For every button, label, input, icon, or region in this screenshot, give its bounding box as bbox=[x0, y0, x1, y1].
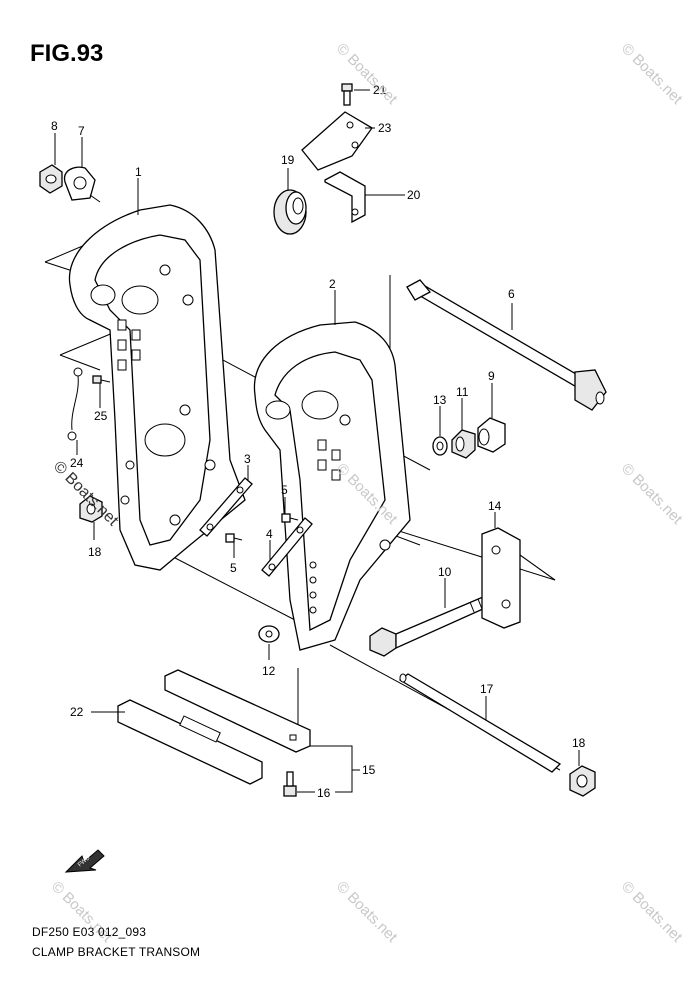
bolt-16 bbox=[283, 771, 297, 797]
callout-5-upper: 5 bbox=[281, 483, 288, 497]
plate-3 bbox=[199, 477, 253, 537]
tilt-shaft-6 bbox=[406, 279, 607, 411]
callout-7: 7 bbox=[78, 124, 85, 138]
plate-7 bbox=[63, 166, 101, 203]
bracket-23 bbox=[301, 111, 373, 171]
bolt-5-upper bbox=[281, 513, 299, 523]
callout-18-left: 18 bbox=[88, 545, 102, 559]
callout-25: 25 bbox=[94, 409, 108, 423]
bolt-10 bbox=[369, 593, 495, 657]
callout-20: 20 bbox=[407, 188, 421, 202]
callout-1: 1 bbox=[135, 165, 142, 179]
figure-code: DF250 E03 012_093 bbox=[32, 925, 147, 939]
callout-13: 13 bbox=[433, 393, 447, 407]
callout-6: 6 bbox=[508, 287, 515, 301]
figure-name: CLAMP BRACKET TRANSOM bbox=[32, 945, 201, 959]
callout-10: 10 bbox=[438, 565, 452, 579]
nut-8 bbox=[39, 164, 63, 194]
figure-title: FIG.93 bbox=[30, 40, 104, 67]
spacer-22 bbox=[117, 699, 263, 785]
callout-14: 14 bbox=[488, 499, 502, 513]
collar-11 bbox=[451, 429, 476, 459]
callout-22: 22 bbox=[70, 705, 84, 719]
fwd-arrow-icon: FWD bbox=[64, 849, 105, 873]
callout-11: 11 bbox=[456, 385, 469, 399]
ground-wire-24 bbox=[67, 367, 83, 441]
washer-12 bbox=[258, 625, 280, 643]
plate-4 bbox=[261, 517, 313, 577]
callout-5-lower: 5 bbox=[230, 561, 237, 575]
callout-numbers: 1 2 3 4 5 5 6 7 8 9 10 11 12 13 14 15 16… bbox=[51, 83, 586, 800]
callout-8: 8 bbox=[51, 119, 58, 133]
callout-leaders bbox=[54, 89, 580, 793]
grommet-19 bbox=[273, 189, 307, 235]
callout-2: 2 bbox=[329, 277, 336, 291]
callout-23: 23 bbox=[378, 121, 392, 135]
washer-13 bbox=[432, 436, 448, 456]
nut-18-right bbox=[569, 765, 596, 797]
callout-17: 17 bbox=[480, 682, 494, 696]
bolt-5-lower bbox=[225, 533, 243, 543]
callout-19: 19 bbox=[281, 153, 295, 167]
clamp-bracket-left bbox=[68, 204, 246, 571]
callout-9: 9 bbox=[488, 369, 495, 383]
callout-24: 24 bbox=[70, 456, 84, 470]
callout-12: 12 bbox=[262, 664, 276, 678]
bolt-25 bbox=[92, 375, 111, 384]
bracket-20 bbox=[324, 171, 366, 224]
bolt-21 bbox=[341, 83, 353, 106]
plate-14 bbox=[481, 527, 521, 629]
shaft-17 bbox=[398, 673, 562, 773]
callout-3: 3 bbox=[244, 452, 251, 466]
callout-4: 4 bbox=[266, 527, 273, 541]
clamp-bracket-right bbox=[253, 321, 411, 651]
bushing-9 bbox=[477, 417, 506, 453]
callout-16: 16 bbox=[317, 786, 331, 800]
callout-21: 21 bbox=[373, 83, 387, 97]
nut-18-left bbox=[79, 495, 103, 523]
callout-15: 15 bbox=[362, 763, 376, 777]
callout-18-right: 18 bbox=[572, 736, 586, 750]
